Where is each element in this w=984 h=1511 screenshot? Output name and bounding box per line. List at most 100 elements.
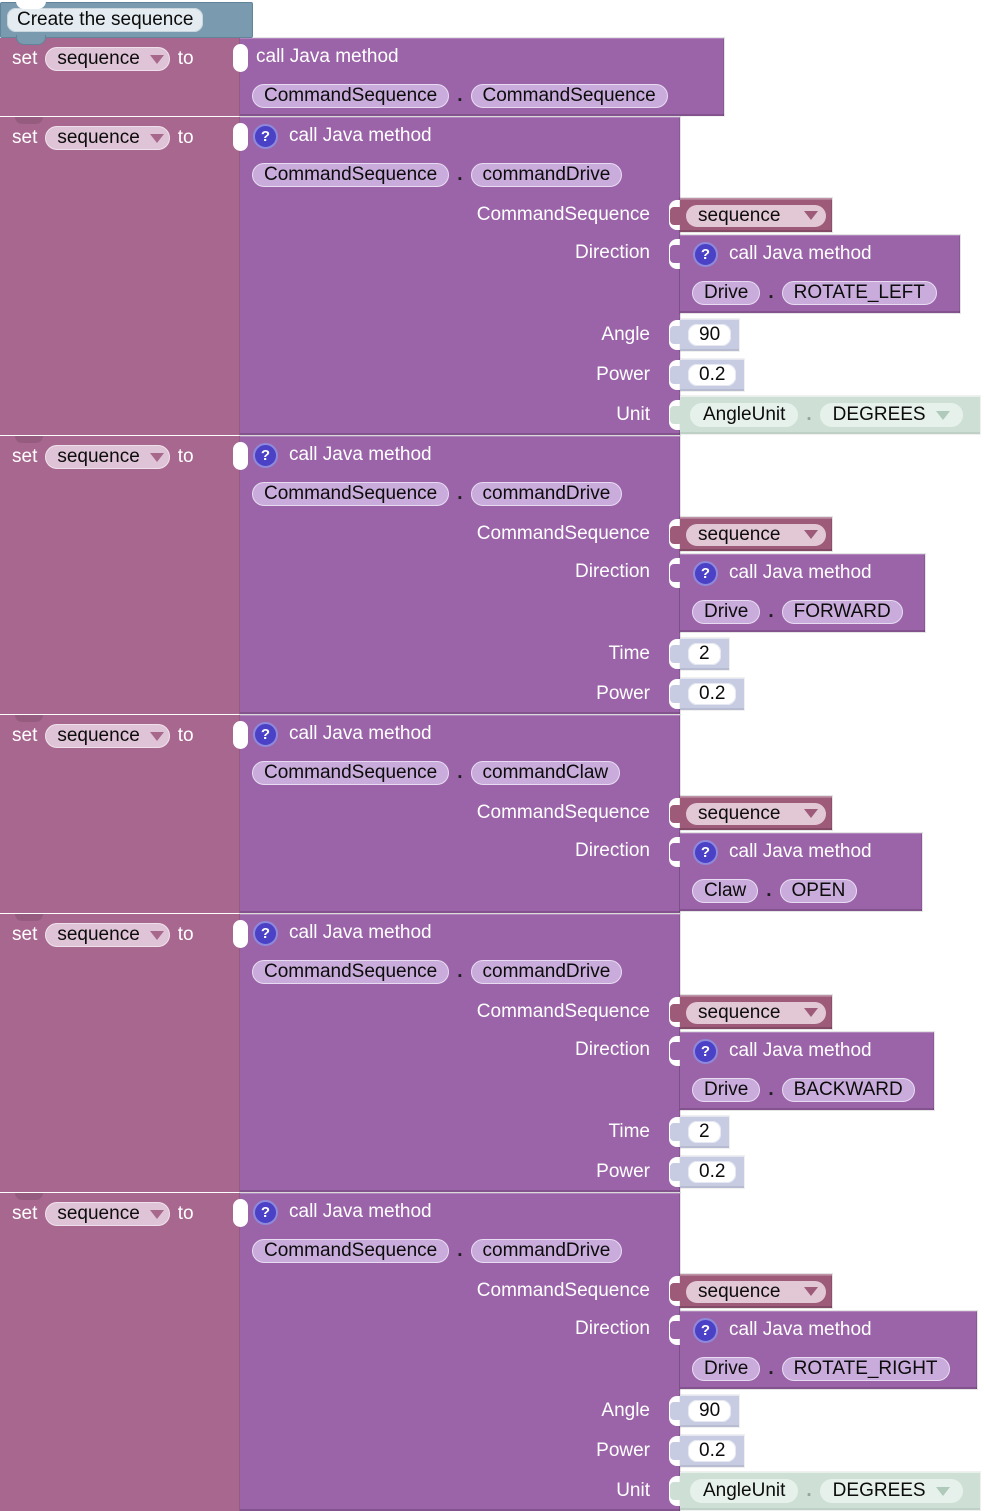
variable-dropdown[interactable]: sequence [45, 47, 170, 71]
java-method-block[interactable]: ? call Java method CommandSequence . com… [233, 914, 934, 1192]
variable-getter-block[interactable]: sequence [670, 1274, 832, 1308]
set-variable-block[interactable]: set sequence to call Java method Command… [0, 38, 984, 116]
param-row: CommandSequence sequence [240, 992, 832, 1032]
number-block[interactable]: 90 [669, 319, 740, 351]
dot-separator: . [457, 164, 463, 185]
method-field: CommandSequence [470, 84, 668, 108]
java-method-block[interactable]: ? call Java method Claw . OPEN [670, 833, 922, 911]
number-field[interactable]: 0.2 [688, 1440, 737, 1462]
comment-block[interactable]: Create the sequence [0, 1, 253, 45]
call-java-method-label: call Java method [729, 1040, 872, 1061]
number-block[interactable]: 0.2 [669, 1435, 745, 1467]
set-variable-block[interactable]: set sequence to ? call Java method Comma… [0, 913, 984, 1192]
variable-name: sequence [57, 1203, 140, 1224]
variable-dropdown[interactable]: sequence [45, 1202, 170, 1226]
set-variable-block[interactable]: set sequence to ? call Java method Comma… [0, 435, 984, 714]
variable-dropdown[interactable]: sequence [45, 923, 170, 947]
java-method-block[interactable]: ? call Java method CommandSequence . com… [233, 117, 980, 435]
set-variable-block[interactable]: set sequence to ? call Java method Comma… [0, 714, 984, 913]
java-method-block[interactable]: ? call Java method CommandSequence . com… [233, 436, 925, 714]
param-row: Direction ? call Java method Claw . OPEN [240, 833, 922, 913]
param-row: Power 0.2 [240, 1152, 745, 1192]
set-variable-body[interactable]: set sequence to [0, 914, 240, 1192]
number-block[interactable]: 90 [669, 1395, 740, 1427]
java-method-block[interactable]: ? call Java method Drive . ROTATE_RIGHT [670, 1311, 977, 1389]
connector-notch [15, 436, 43, 443]
chevron-down-icon [149, 452, 164, 462]
help-icon[interactable]: ? [253, 721, 278, 747]
number-field[interactable]: 90 [688, 324, 732, 346]
enum-block[interactable]: AngleUnit . DEGREES [670, 396, 980, 434]
help-icon[interactable]: ? [693, 1317, 718, 1343]
connector-notch [15, 117, 43, 124]
variable-name: sequence [698, 1001, 781, 1023]
help-icon[interactable]: ? [253, 920, 278, 946]
variable-dropdown[interactable]: sequence [45, 724, 170, 748]
number-field[interactable]: 0.2 [688, 1161, 737, 1183]
set-variable-body[interactable]: set sequence to [0, 436, 240, 714]
java-method-block[interactable]: ? call Java method CommandSequence . com… [233, 1193, 980, 1511]
method-field: ROTATE_RIGHT [781, 1357, 950, 1381]
variable-getter-block[interactable]: sequence [670, 517, 832, 551]
dot-separator: . [457, 483, 463, 504]
number-field[interactable]: 90 [688, 1400, 732, 1422]
variable-name: sequence [698, 204, 781, 226]
enum-block[interactable]: AngleUnit . DEGREES [670, 1472, 980, 1510]
number-block[interactable]: 0.2 [669, 359, 745, 391]
set-variable-body[interactable]: set sequence to [0, 1193, 240, 1511]
call-java-method-label: call Java method [289, 125, 432, 146]
help-icon[interactable]: ? [693, 241, 718, 267]
variable-dropdown[interactable]: sequence [45, 445, 170, 469]
variable-dropdown[interactable]: sequence [686, 204, 826, 227]
param-label: Power [596, 364, 650, 385]
variable-dropdown[interactable]: sequence [45, 126, 170, 150]
number-field[interactable]: 2 [688, 1121, 721, 1143]
param-row: Angle 90 [240, 315, 740, 355]
help-icon[interactable]: ? [693, 560, 718, 586]
comment-text-field[interactable]: Create the sequence [7, 8, 204, 32]
variable-name: sequence [57, 127, 140, 148]
variable-name: sequence [57, 48, 140, 69]
variable-getter-block[interactable]: sequence [670, 198, 832, 232]
java-method-block[interactable]: ? call Java method Drive . BACKWARD [670, 1032, 934, 1110]
method-field: ROTATE_LEFT [781, 281, 937, 305]
number-field[interactable]: 0.2 [688, 364, 737, 386]
set-variable-body[interactable]: set sequence to [0, 117, 240, 435]
enum-dropdown[interactable]: DEGREES [819, 403, 963, 427]
enum-class-field: AngleUnit [690, 403, 799, 427]
help-icon[interactable]: ? [253, 1199, 278, 1225]
param-row: Power 0.2 [240, 1431, 745, 1471]
param-label: Power [596, 683, 650, 704]
help-icon[interactable]: ? [693, 1038, 718, 1064]
variable-getter-block[interactable]: sequence [670, 796, 832, 830]
java-method-block[interactable]: call Java method CommandSequence . Comma… [233, 38, 724, 116]
number-field[interactable]: 0.2 [688, 683, 737, 705]
enum-dropdown[interactable]: DEGREES [819, 1479, 963, 1503]
variable-dropdown[interactable]: sequence [686, 523, 826, 546]
to-label: to [177, 48, 194, 69]
set-variable-body[interactable]: set sequence to [0, 715, 240, 913]
java-method-block[interactable]: ? call Java method Drive . FORWARD [670, 554, 925, 632]
variable-dropdown[interactable]: sequence [686, 1001, 826, 1024]
java-method-block[interactable]: ? call Java method Drive . ROTATE_LEFT [670, 235, 960, 313]
variable-dropdown[interactable]: sequence [686, 1280, 826, 1303]
number-block[interactable]: 0.2 [669, 1156, 745, 1188]
help-icon[interactable]: ? [253, 123, 278, 149]
chevron-down-icon [804, 1008, 818, 1017]
set-variable-block[interactable]: set sequence to ? call Java method Comma… [0, 116, 984, 435]
method-field: commandClaw [470, 761, 621, 785]
number-field[interactable]: 2 [688, 643, 721, 665]
variable-getter-block[interactable]: sequence [670, 995, 832, 1029]
number-block[interactable]: 2 [670, 1116, 729, 1148]
dot-separator: . [457, 1240, 463, 1261]
variable-dropdown[interactable]: sequence [686, 802, 826, 825]
set-variable-body[interactable]: set sequence to [0, 38, 240, 116]
help-icon[interactable]: ? [693, 839, 718, 865]
number-block[interactable]: 2 [670, 638, 729, 670]
number-block[interactable]: 0.2 [669, 678, 745, 710]
param-label: Direction [575, 561, 650, 582]
java-method-block[interactable]: ? call Java method CommandSequence . com… [233, 715, 922, 913]
help-icon[interactable]: ? [253, 442, 278, 468]
param-row: Direction ? call Java method Drive . ROT… [240, 235, 960, 315]
set-variable-block[interactable]: set sequence to ? call Java method Comma… [0, 1192, 984, 1511]
